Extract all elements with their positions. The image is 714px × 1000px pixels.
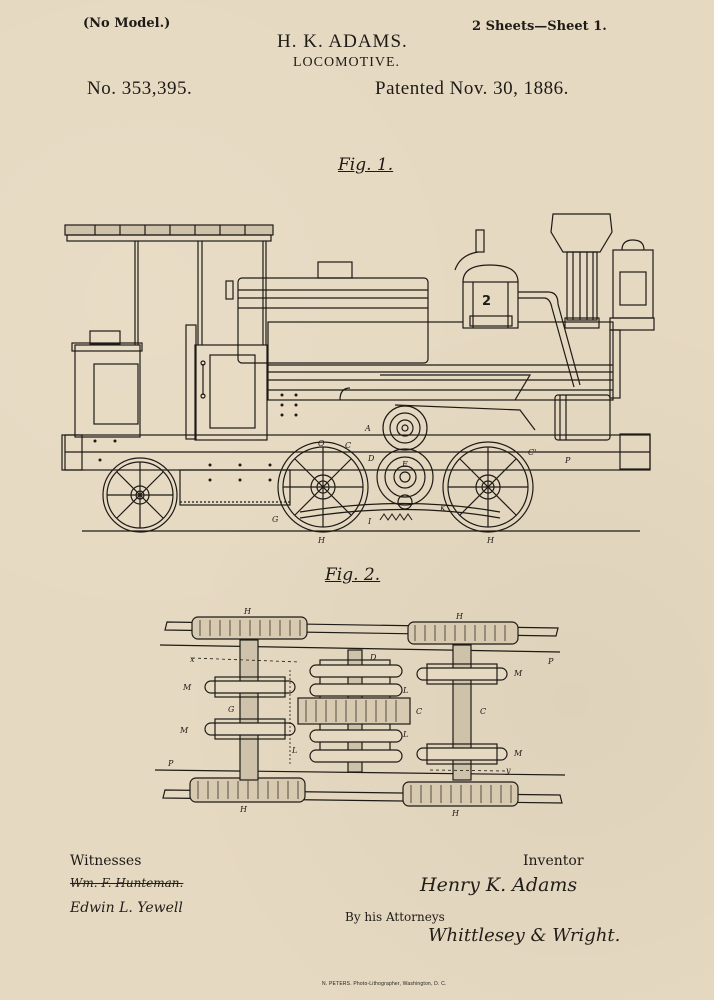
attorneys-label: By his Attorneys: [345, 910, 445, 924]
fig2-label-M-4: M: [513, 749, 523, 758]
figure-2-gear-plan-drawing: H H x D P M L C C G M L L M P y H H M: [154, 607, 566, 818]
fig2-label-D: D: [369, 653, 377, 662]
fig2-label-L-3: L: [291, 746, 297, 755]
fig2-label-H-top-right: H: [455, 612, 464, 621]
label-H: H: [317, 536, 326, 545]
label-I: I: [367, 517, 372, 526]
patent-title: LOCOMOTIVE.: [293, 55, 401, 70]
figure-1-label: Fig. 1.: [338, 155, 394, 175]
label-C: C: [345, 441, 351, 450]
fig2-label-C-right: C: [480, 707, 486, 716]
label-E: E: [401, 460, 408, 469]
fig2-label-C-center: C: [416, 707, 422, 716]
label-A: A: [364, 424, 371, 433]
fig2-label-H-bottom-left: H: [239, 805, 248, 814]
label-G: G: [272, 515, 279, 524]
driving-wheel-rear: [277, 441, 369, 533]
witnesses-label: Witnesses: [70, 853, 142, 869]
fig2-label-M-3: M: [513, 669, 523, 678]
fig2-label-P-right: P: [547, 657, 554, 666]
fig2-label-y: y: [505, 766, 511, 775]
patent-date: Patented Nov. 30, 1886.: [375, 78, 569, 99]
fig2-label-H-bottom-right: H: [451, 809, 460, 818]
fig2-label-G: G: [228, 705, 235, 714]
figure-1-locomotive-drawing: 2: [61, 213, 655, 545]
fig2-label-x: x: [190, 655, 195, 664]
attorney-signature: Whittlesey & Wright.: [428, 925, 621, 946]
friction-gear-A: [382, 405, 428, 451]
witness-signature-2: Edwin L. Yewell: [70, 900, 183, 916]
label-H-front: H: [486, 536, 495, 545]
driving-wheel-front: [442, 441, 534, 533]
fig2-label-P-left: P: [167, 759, 174, 768]
no-model-note: (No Model.): [83, 16, 171, 31]
witness-signature-1: Wm. F. Hunteman.: [70, 876, 184, 890]
figure-2-label: Fig. 2.: [325, 565, 381, 585]
label-K: K: [439, 504, 447, 513]
fig2-label-H-top-left: H: [243, 607, 252, 616]
fig2-label-M-2: M: [179, 726, 189, 735]
inventor-label: Inventor: [523, 853, 584, 869]
dome-number: 2: [482, 294, 491, 309]
patent-number: No. 353,395.: [87, 78, 193, 99]
inventor-name-heading: H. K. ADAMS.: [277, 31, 408, 52]
fig2-label-M-1: M: [182, 683, 192, 692]
label-O: O: [318, 439, 325, 448]
label-D: D: [367, 454, 375, 463]
label-P: P: [564, 456, 571, 465]
printer-credit: N. PETERS. Photo-Lithographer, Washingto…: [322, 981, 447, 987]
fig2-label-L-2: L: [402, 730, 408, 739]
trailing-wheel: [102, 457, 178, 533]
fig2-label-L-1: L: [402, 686, 408, 695]
label-C-prime: C': [528, 448, 536, 457]
sheet-count: 2 Sheets—Sheet 1.: [472, 19, 607, 34]
inventor-signature: Henry K. Adams: [420, 874, 578, 896]
